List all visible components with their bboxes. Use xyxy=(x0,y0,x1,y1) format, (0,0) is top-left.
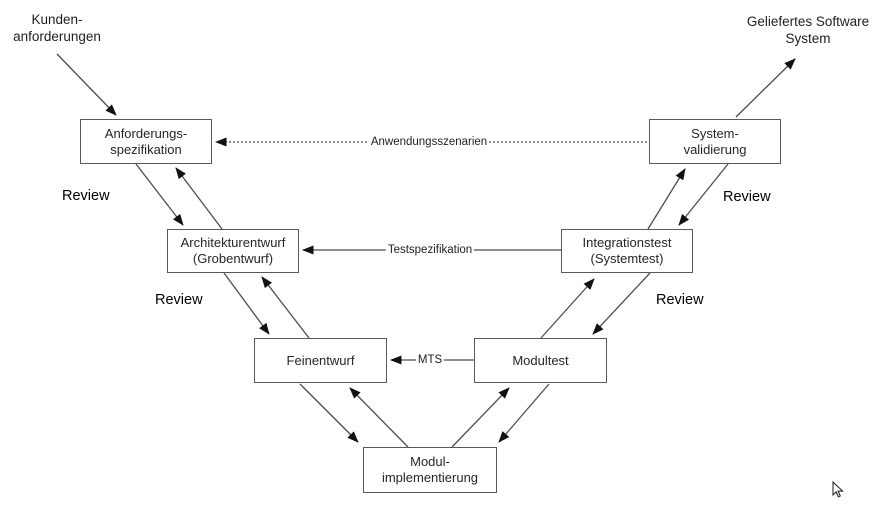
node-architekturentwurf: Architekturentwurf (Grobentwurf) xyxy=(167,229,299,273)
edge-integrationstest-to-systemvalidierung xyxy=(647,168,686,230)
node-modultest: Modultest xyxy=(474,338,607,383)
node-label-line: (Grobentwurf) xyxy=(192,251,274,266)
edge-architektur-to-feinentwurf xyxy=(223,272,270,335)
label-testspezifikation: Testspezifikation xyxy=(385,244,475,256)
node-label-line: System- xyxy=(691,125,739,141)
edge-modultest-review-down xyxy=(498,383,550,443)
node-label-line: validierung xyxy=(683,141,747,157)
label-review-left-upper: Review xyxy=(62,188,110,204)
node-label-line: spezifikation xyxy=(110,141,182,157)
edge-geliefertes-system-out xyxy=(735,58,796,118)
edge-modultest-to-integrationstest xyxy=(540,278,595,339)
mouse-cursor-icon xyxy=(832,480,844,498)
node-label-line: implementierung xyxy=(381,470,479,485)
edge-modulimpl-review-up-left xyxy=(349,387,409,448)
node-systemvalidierung: System- validierung xyxy=(649,119,781,164)
label-review-right-upper: Review xyxy=(723,189,771,205)
node-anforderungsspezifikation: Anforderungs- spezifikation xyxy=(80,119,212,164)
node-label-line: Modul- xyxy=(410,454,450,469)
edge-systemvalidierung-review-down xyxy=(678,163,729,226)
node-label-line: Modultest xyxy=(512,352,569,368)
node-integrationstest: Integrationstest (Systemtest) xyxy=(561,229,693,273)
label-line: Geliefertes Software xyxy=(746,14,870,29)
node-label-line: Feinentwurf xyxy=(286,352,355,368)
node-modulimplementierung: Modul- implementierung xyxy=(363,447,497,493)
edge-architektur-review-up xyxy=(175,167,223,230)
edge-feinentwurf-review-up xyxy=(261,276,310,339)
label-geliefertes-software-system: Geliefertes Software System xyxy=(742,13,874,47)
label-review-left-lower: Review xyxy=(155,292,203,308)
edge-modulimpl-to-modultest xyxy=(451,387,510,448)
label-line: System xyxy=(785,31,831,46)
node-label-line: (Systemtest) xyxy=(590,251,664,266)
label-mts: MTS xyxy=(415,354,445,366)
node-feinentwurf: Feinentwurf xyxy=(254,338,387,383)
edge-kundenanforderungen-in xyxy=(56,53,117,116)
label-kundenanforderungen: Kunden- anforderungen xyxy=(0,11,114,45)
edge-feinentwurf-to-modulimpl xyxy=(299,383,359,443)
node-label-line: Anforderungs- xyxy=(104,125,188,141)
label-anwendungsszenarien: Anwendungsszenarien xyxy=(368,136,490,148)
edge-anforderung-to-architektur xyxy=(135,163,184,226)
node-label-line: Integrationstest xyxy=(582,235,672,250)
edge-integrationstest-review-down xyxy=(592,272,651,335)
node-label-line: Architekturentwurf xyxy=(180,235,286,250)
label-line: anforderungen xyxy=(13,29,101,44)
label-review-right-lower: Review xyxy=(656,292,704,308)
label-line: Kunden- xyxy=(31,12,83,27)
